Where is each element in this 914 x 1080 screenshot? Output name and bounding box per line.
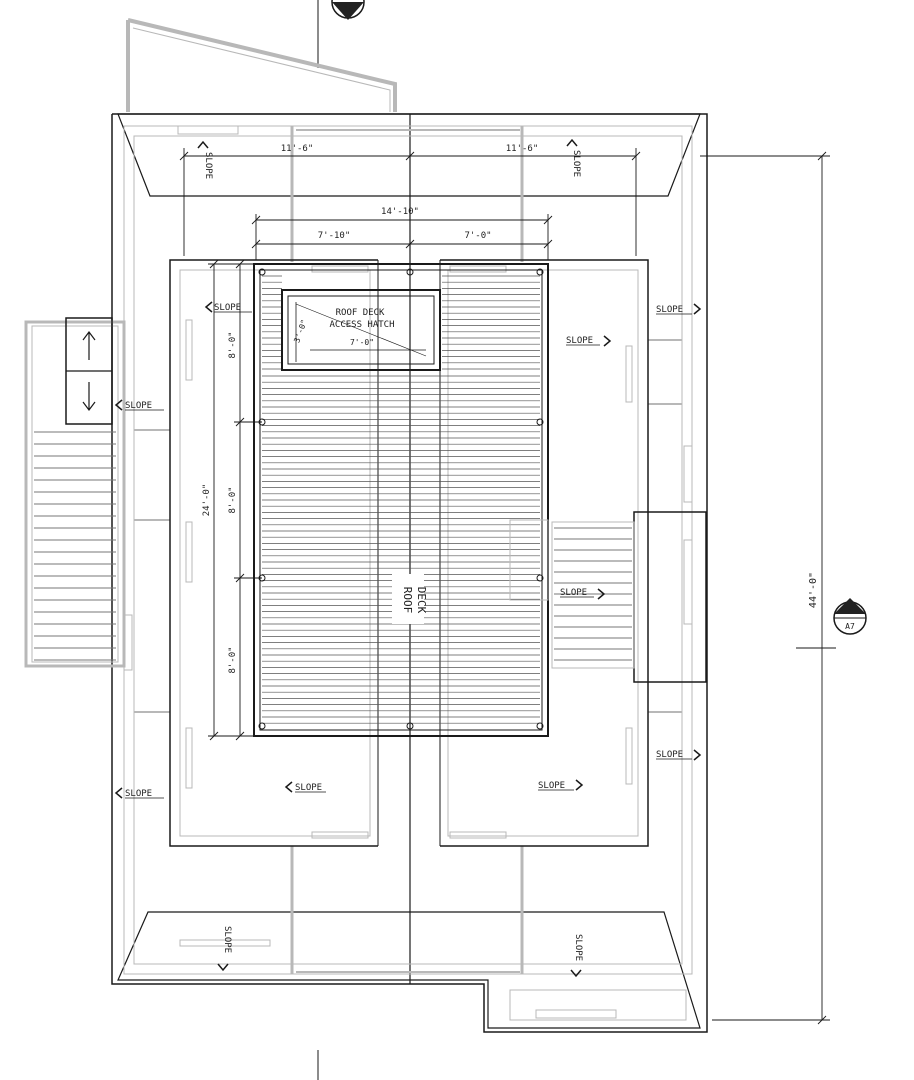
svg-text:SLOPE: SLOPE xyxy=(125,401,152,411)
dim-overall-width: 14'-10" xyxy=(381,207,419,217)
svg-text:SLOPE: SLOPE xyxy=(203,152,213,179)
access-hatch: ROOF DECK ACCESS HATCH 7'-0" 3'-0" xyxy=(281,289,441,371)
svg-text:SLOPE: SLOPE xyxy=(656,750,683,760)
slope-bottom-left-vertical: SLOPE xyxy=(217,926,232,972)
hatch-dim-height: 3'-0" xyxy=(292,318,309,344)
slope-top-right-vertical: SLOPE xyxy=(566,138,581,177)
left-room-block xyxy=(169,259,379,847)
roof-outline xyxy=(111,113,708,1033)
left-stair xyxy=(24,317,133,671)
slope-right-room-bottom: SLOPE xyxy=(538,779,584,791)
right-stair-treads xyxy=(554,527,632,661)
dim-top-right: 11'-6" xyxy=(506,144,539,154)
hatch-dim-width: 7'-0" xyxy=(350,338,374,347)
slope-bottom-right-vertical: SLOPE xyxy=(570,934,583,978)
dim-seg-2: 8'-0" xyxy=(228,486,238,513)
svg-text:SLOPE: SLOPE xyxy=(571,150,581,177)
hatch-title-2: ACCESS HATCH xyxy=(329,320,394,330)
svg-text:SLOPE: SLOPE xyxy=(214,303,241,313)
slope-right-room-top: SLOPE xyxy=(566,335,612,347)
svg-text:SLOPE: SLOPE xyxy=(295,783,322,793)
dim-left-half: 7'-10" xyxy=(318,231,351,241)
svg-text:SLOPE: SLOPE xyxy=(566,336,593,346)
slope-top-left-vertical: SLOPE xyxy=(197,140,213,179)
slope-stair-left: SLOPE xyxy=(114,399,164,411)
roof-deck-label: ROOF DECK xyxy=(392,574,428,624)
svg-text:SLOPE: SLOPE xyxy=(656,305,683,315)
roof-deck xyxy=(253,263,549,737)
dim-top-left: 11'-6" xyxy=(281,144,314,154)
dim-seg-3: 8'-0" xyxy=(228,646,238,673)
slope-right-upper: SLOPE xyxy=(656,303,702,315)
roof-deck-label-1: ROOF xyxy=(401,587,414,614)
svg-text:SLOPE: SLOPE xyxy=(125,789,152,799)
section-marker-top: A6 xyxy=(317,0,365,68)
slope-labels: SLOPE SLOPE SLOPE SLOPE SLOPE SLOPE xyxy=(114,138,702,978)
dimension-labels: 11'-6" 11'-6" 14'-10" 7'-10" 7'-0" 24'-0… xyxy=(202,144,819,674)
right-stair xyxy=(509,445,707,683)
slope-left-upper: SLOPE xyxy=(204,301,252,313)
section-marker-right: A A7 xyxy=(796,598,867,649)
svg-text:SLOPE: SLOPE xyxy=(538,781,565,791)
svg-text:SLOPE: SLOPE xyxy=(573,934,583,961)
slope-right-lower: SLOPE xyxy=(656,749,702,761)
dim-right-total: 44'-0" xyxy=(808,572,819,608)
roof-deck-label-2: DECK xyxy=(415,587,428,614)
dim-seg-1: 8'-0" xyxy=(228,331,238,358)
section-ref-right-letter: A xyxy=(848,607,853,616)
dim-overall-depth: 24'-0" xyxy=(202,484,212,517)
slope-right-stair: SLOPE xyxy=(560,588,606,600)
deck-boards xyxy=(262,275,540,724)
dim-right-half: 7'-0" xyxy=(464,231,491,241)
top-balcony xyxy=(126,18,397,112)
hatch-title-1: ROOF DECK xyxy=(336,308,385,318)
section-ref-right-sheet: A7 xyxy=(845,622,855,631)
svg-text:SLOPE: SLOPE xyxy=(222,926,232,953)
dimension-lines xyxy=(179,148,830,1025)
svg-text:SLOPE: SLOPE xyxy=(560,588,587,598)
left-stair-treads xyxy=(34,431,116,661)
right-room-block xyxy=(439,259,649,847)
slope-left-lower: SLOPE xyxy=(114,787,164,799)
slope-left-room-bottom: SLOPE xyxy=(284,781,326,793)
section-ref-top: A6 xyxy=(343,4,353,13)
